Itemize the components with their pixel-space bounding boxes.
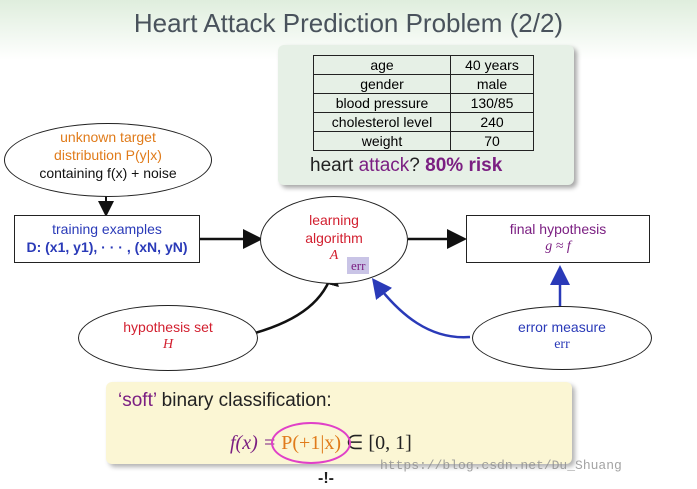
formula-circled: P(+1|x) xyxy=(271,422,351,464)
error-measure-node: error measure err xyxy=(472,306,652,370)
target-line1: unknown target xyxy=(60,129,156,145)
algorithm-symbol: A xyxy=(329,248,339,263)
patient-attr-value: 40 years xyxy=(450,55,534,75)
soft-formula: f(x) = P(+1|x) ∈ [0, 1] xyxy=(230,422,412,464)
error-symbol: err xyxy=(554,337,570,352)
patient-attr-name: cholesterol level xyxy=(313,112,451,132)
algorithm-line1: learning xyxy=(309,212,359,228)
training-line2: D: (x1, y1), · · · , (xN, yN) xyxy=(26,239,188,255)
hypothesis-line2: g ≈ f xyxy=(545,239,571,254)
risk-suffix: ? xyxy=(409,155,426,176)
hset-line1: hypothesis set xyxy=(123,319,213,335)
arrow-error-to-algorithm xyxy=(371,278,471,339)
patient-attr-name: weight xyxy=(313,131,451,151)
watermark: https://blog.csdn.net/Du_Shuang xyxy=(380,458,622,473)
formula-left: f(x) = xyxy=(230,432,282,454)
slide-title: Heart Attack Prediction Problem (2/2) xyxy=(133,8,564,38)
target-distribution-node: unknown target distribution P(y|x) conta… xyxy=(4,123,212,197)
error-line1: error measure xyxy=(518,319,606,335)
soft-classification-box: ‘soft’ binary classification: f(x) = P(+… xyxy=(106,382,572,464)
risk-highlight: attack xyxy=(358,155,410,176)
magenta-circle xyxy=(271,422,351,464)
err-badge: err xyxy=(347,257,370,274)
training-examples-node: training examples D: (x1, y1), · · · , (… xyxy=(14,215,200,263)
risk-prefix: heart xyxy=(310,155,359,176)
target-line2: distribution P(y|x) xyxy=(54,147,162,163)
learning-algorithm-node: learning algorithm A err xyxy=(260,196,408,284)
soft-rest: binary classification: xyxy=(156,390,332,411)
bottom-mark: -!- xyxy=(318,470,334,487)
soft-heading: ‘soft’ binary classification: xyxy=(118,390,332,412)
hypothesis-set-node: hypothesis set H xyxy=(78,305,258,371)
risk-value: 80% risk xyxy=(425,155,503,176)
hset-symbol: H xyxy=(162,337,174,352)
target-line3: containing f(x) + noise xyxy=(39,165,177,181)
algorithm-line2: algorithm xyxy=(305,230,363,246)
soft-quote: ‘soft’ xyxy=(118,390,157,411)
final-hypothesis-node: final hypothesis g ≈ f xyxy=(466,215,650,263)
training-line1: training examples xyxy=(52,221,162,237)
formula-right: ∈ [0, 1] xyxy=(340,432,412,454)
patient-attr-value: male xyxy=(450,74,534,94)
patient-attr-value: 70 xyxy=(450,131,534,151)
hypothesis-line1: final hypothesis xyxy=(509,221,607,237)
risk-line: heart attack? 80% risk xyxy=(310,155,502,177)
patient-attr-name: blood pressure xyxy=(313,93,451,113)
